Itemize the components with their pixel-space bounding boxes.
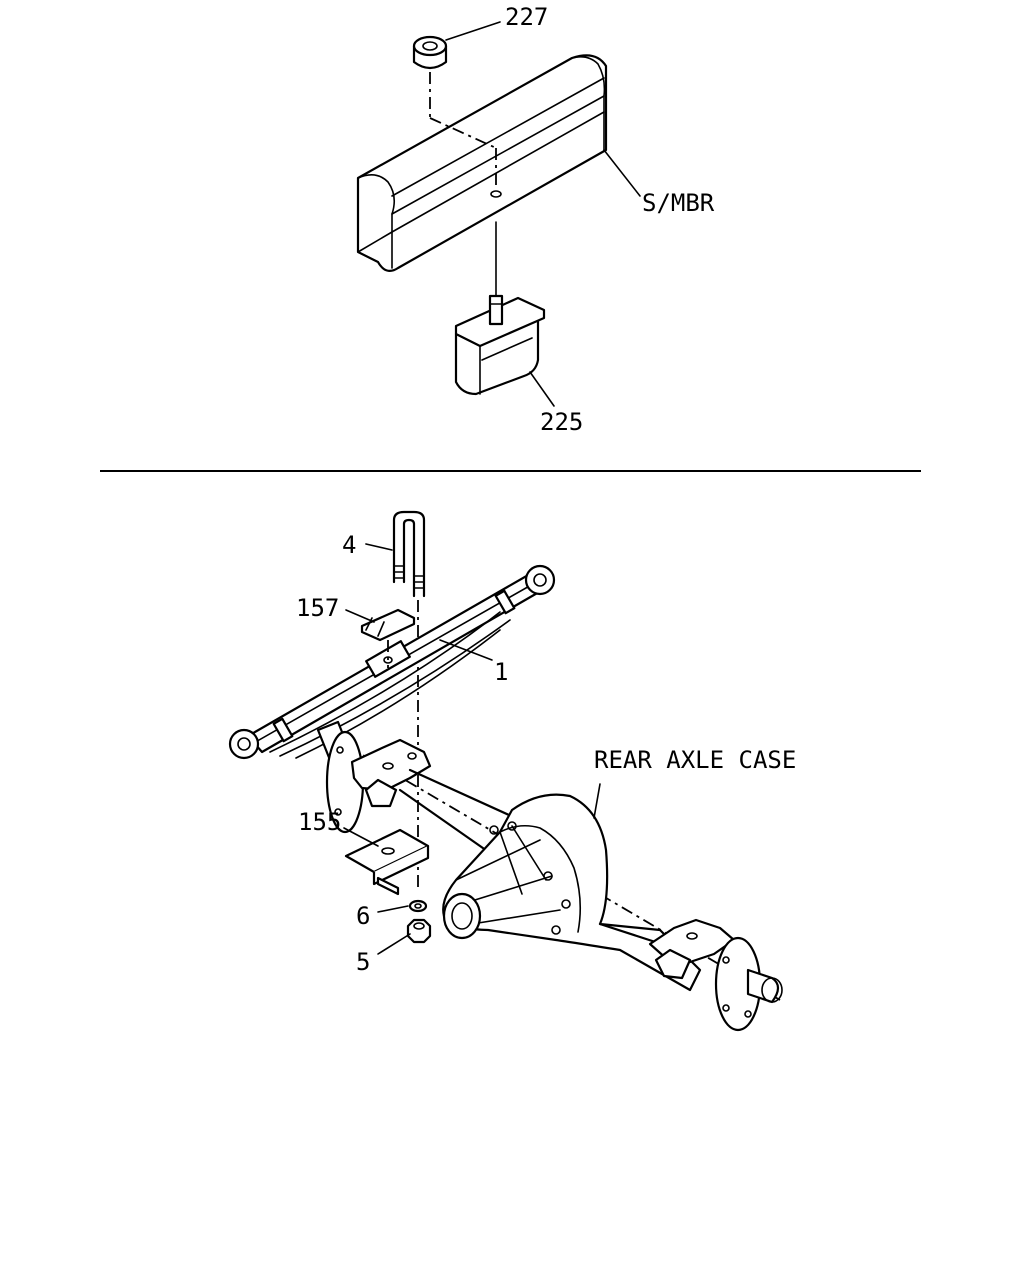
nut-227 xyxy=(412,35,448,70)
spring-seat-plate-155 xyxy=(344,828,430,896)
callout-6: 6 xyxy=(356,902,370,930)
u-bolt-4 xyxy=(392,510,426,598)
nut-5 xyxy=(406,918,432,944)
callout-4: 4 xyxy=(342,531,356,559)
callout-157: 157 xyxy=(296,594,339,622)
axle-tube-left-b xyxy=(408,768,522,822)
callout-5: 5 xyxy=(356,948,370,976)
callout-rear-axle-case: REAR AXLE CASE xyxy=(594,746,796,774)
axle-tube-left-a xyxy=(398,788,502,862)
leader-227 xyxy=(445,21,501,41)
callout-227: 227 xyxy=(505,3,548,31)
callout-s-mbr: S/MBR xyxy=(642,189,715,217)
leader-157 xyxy=(345,609,375,623)
right-axle-end xyxy=(648,918,783,1032)
callout-1: 1 xyxy=(494,658,508,686)
bolt-axis-diag xyxy=(429,117,497,149)
leader-4 xyxy=(365,543,393,551)
leader-s-mbr xyxy=(603,149,641,197)
bump-stopper-225 xyxy=(454,294,546,396)
leaf-spring-1 xyxy=(228,564,556,760)
side-member-frame xyxy=(356,54,608,273)
callout-155: 155 xyxy=(298,808,341,836)
rear-axle-case xyxy=(442,793,702,992)
leader-155 xyxy=(343,827,379,847)
leader-rear-axle-case xyxy=(593,783,601,819)
callout-225: 225 xyxy=(540,408,583,436)
washer-6 xyxy=(408,899,428,913)
spring-clip-157 xyxy=(360,608,416,642)
leader-5 xyxy=(377,933,411,955)
left-axle-end xyxy=(316,720,432,834)
leader-1 xyxy=(439,639,493,661)
leader-6 xyxy=(377,905,409,913)
leader-225 xyxy=(529,371,555,407)
